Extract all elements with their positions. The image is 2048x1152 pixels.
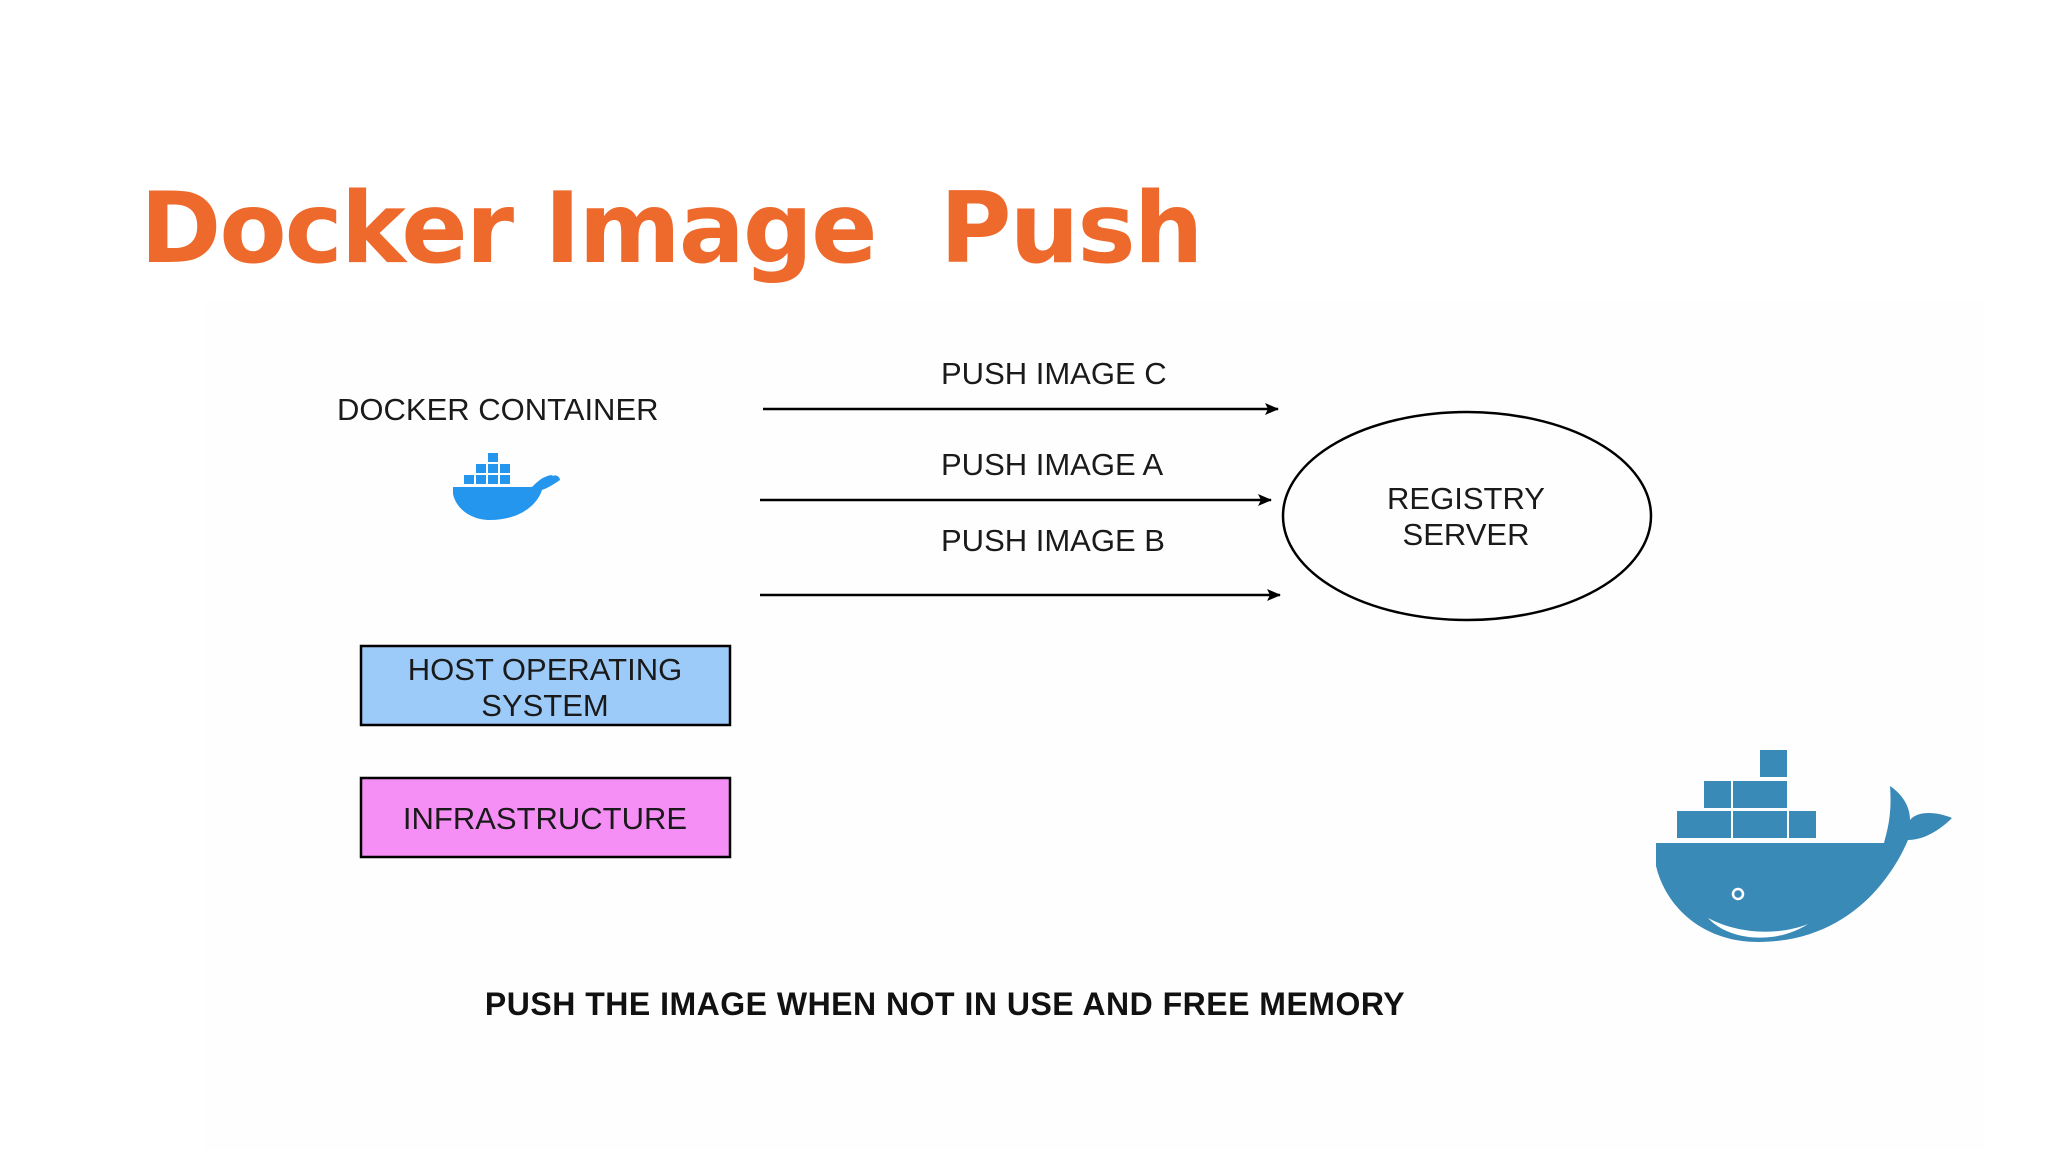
registry-server-label-line1: REGISTRY xyxy=(1387,481,1545,516)
arrow-label-a: PUSH IMAGE A xyxy=(941,447,1164,482)
arrow-label-c: PUSH IMAGE C xyxy=(941,356,1167,391)
docker-container-label: DOCKER CONTAINER xyxy=(337,392,659,427)
docker-whale-icon xyxy=(453,453,560,520)
infrastructure-label: INFRASTRUCTURE xyxy=(403,801,687,836)
slide-title: Docker Image Push xyxy=(140,172,1203,286)
infrastructure-box xyxy=(359,776,732,859)
host-os-label-line2: SYSTEM xyxy=(481,688,608,723)
host-os-box xyxy=(359,644,732,727)
host-os-label-line1: HOST OPERATING xyxy=(408,652,682,687)
registry-server-label-line2: SERVER xyxy=(1403,517,1530,552)
registry-server-node xyxy=(1281,410,1653,622)
footer-caption: PUSH THE IMAGE WHEN NOT IN USE AND FREE … xyxy=(484,986,1406,1022)
docker-whale-logo xyxy=(1656,750,1952,942)
arrow-label-b: PUSH IMAGE B xyxy=(941,523,1165,558)
